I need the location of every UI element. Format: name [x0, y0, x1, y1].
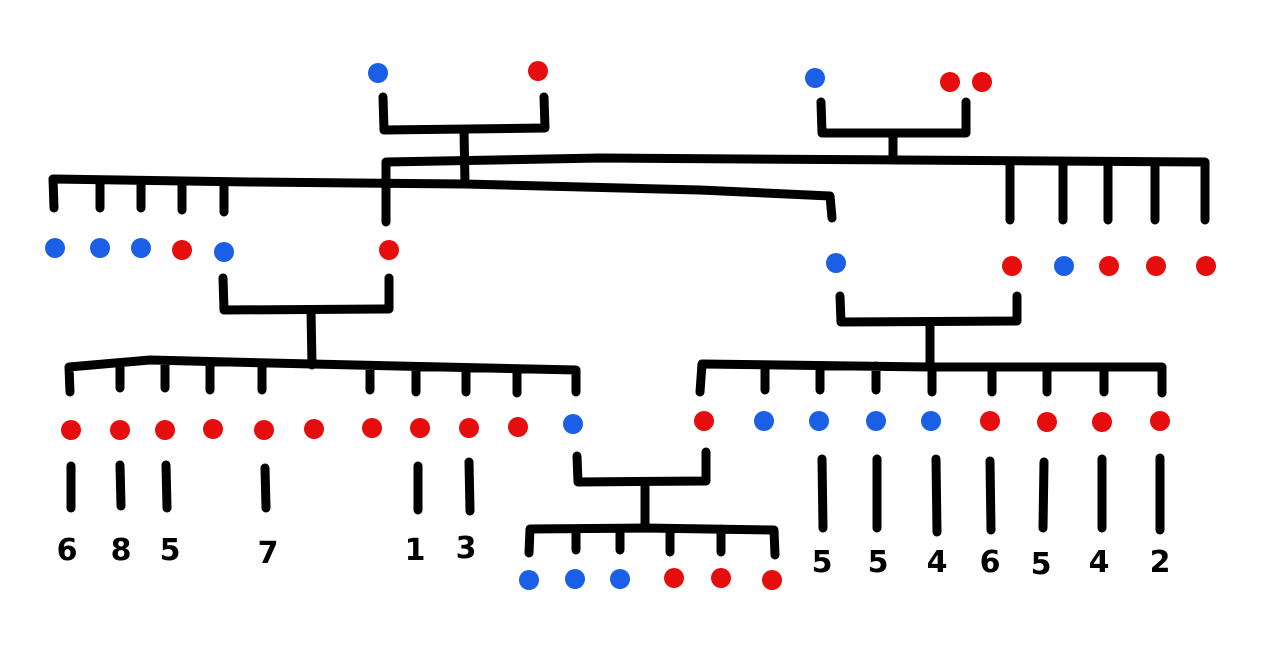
connector-lines [48, 92, 1210, 560]
female-person-node [362, 418, 382, 438]
count-label: 2 [1150, 545, 1171, 580]
count-label: 8 [111, 533, 132, 568]
female-person-node [762, 570, 782, 590]
count-lines-left [66, 457, 475, 516]
person-nodes [45, 61, 1216, 590]
male-person-node [563, 414, 583, 434]
ticks-gen2 [95, 159, 1160, 225]
sibling-bar-left [48, 174, 837, 223]
female-person-node [528, 61, 548, 81]
male-person-node [519, 570, 539, 590]
male-person-node [805, 68, 825, 88]
male-person-node [809, 411, 829, 431]
female-person-node [254, 420, 274, 440]
count-label: 4 [927, 545, 948, 580]
count-label: 6 [57, 533, 78, 568]
couple-a-bracket [378, 92, 550, 135]
male-person-node [131, 238, 151, 258]
male-person-node [826, 253, 846, 273]
female-person-node [379, 240, 399, 260]
female-person-node [664, 568, 684, 588]
female-person-node [110, 420, 130, 440]
count-label: 1 [405, 533, 426, 568]
female-person-node [61, 420, 81, 440]
male-person-node [866, 411, 886, 431]
male-person-node [45, 238, 65, 258]
male-person-node [368, 63, 388, 83]
female-person-node [980, 411, 1000, 431]
female-person-node [459, 418, 479, 438]
count-label: 3 [456, 531, 477, 566]
female-person-node [1092, 412, 1112, 432]
count-label: 5 [868, 545, 889, 580]
female-person-node [694, 411, 714, 431]
female-person-node [1002, 256, 1022, 276]
female-person-node [1146, 256, 1166, 276]
female-person-node [1037, 412, 1057, 432]
male-person-node [1054, 256, 1074, 276]
female-person-node [940, 72, 960, 92]
couple-c-bracket [218, 273, 394, 315]
couple-c-stem [306, 305, 317, 370]
count-lines-right [817, 453, 1165, 537]
count-label: 5 [1031, 547, 1052, 582]
female-person-node [203, 419, 223, 439]
female-person-node [711, 568, 731, 588]
female-person-node [410, 418, 430, 438]
female-person-node [508, 417, 528, 437]
couple-e-bracket [572, 447, 711, 487]
female-person-node [155, 420, 175, 440]
female-person-node [304, 419, 324, 439]
male-person-node [610, 569, 630, 589]
count-label: 6 [980, 545, 1001, 580]
count-label: 5 [812, 545, 833, 580]
sibling-bar-right [381, 153, 1210, 227]
male-person-node [565, 569, 585, 589]
male-person-node [90, 238, 110, 258]
female-person-node [1099, 256, 1119, 276]
male-person-node [921, 411, 941, 431]
female-person-node [172, 240, 192, 260]
count-label: 5 [160, 533, 181, 568]
female-person-node [972, 72, 992, 92]
couple-b-bracket [816, 97, 971, 138]
sibling-bar-gen4 [524, 523, 780, 560]
count-label: 4 [1089, 545, 1110, 580]
male-person-node [754, 411, 774, 431]
count-label: 7 [258, 536, 279, 571]
sibling-bar-gen3-left [64, 355, 581, 398]
female-person-node [1196, 256, 1216, 276]
male-person-node [214, 242, 234, 262]
female-person-node [1150, 411, 1170, 431]
sibling-bar-gen3-right [695, 359, 1167, 398]
